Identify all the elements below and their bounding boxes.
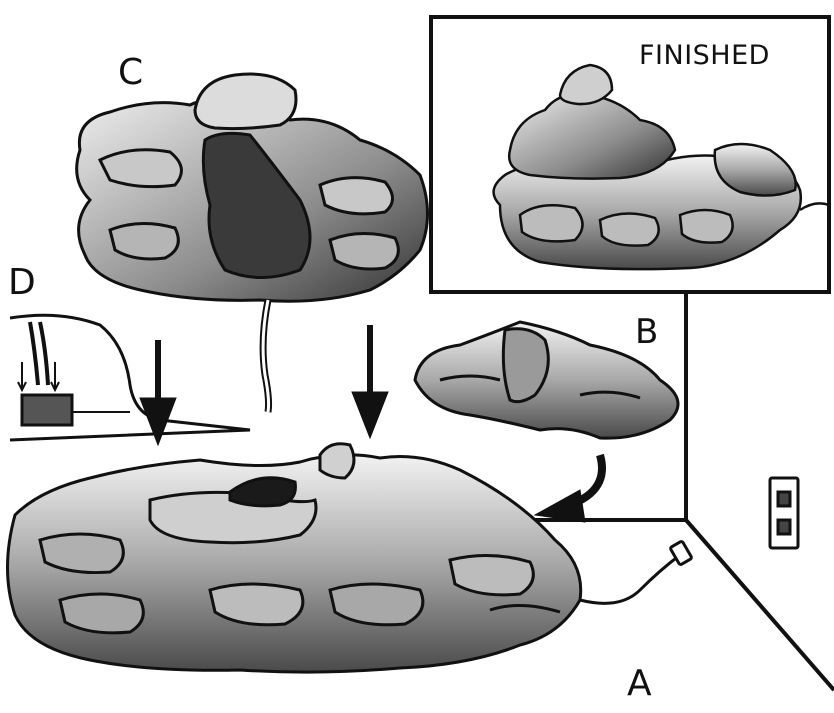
label-part-c: C bbox=[118, 52, 144, 93]
label-part-a: A bbox=[627, 663, 653, 704]
label-part-b: B bbox=[635, 312, 659, 352]
pump-detail-d bbox=[10, 315, 250, 440]
arrow-c-to-a bbox=[352, 325, 388, 438]
rock-tier-c bbox=[77, 74, 428, 412]
label-part-d: D bbox=[8, 262, 37, 303]
wall-outlet bbox=[770, 478, 798, 548]
arrow-d-to-a bbox=[140, 340, 176, 445]
rock-basin-a bbox=[8, 444, 693, 672]
arrow-b-to-a bbox=[535, 455, 602, 522]
label-finished: FINISHED bbox=[639, 40, 770, 71]
